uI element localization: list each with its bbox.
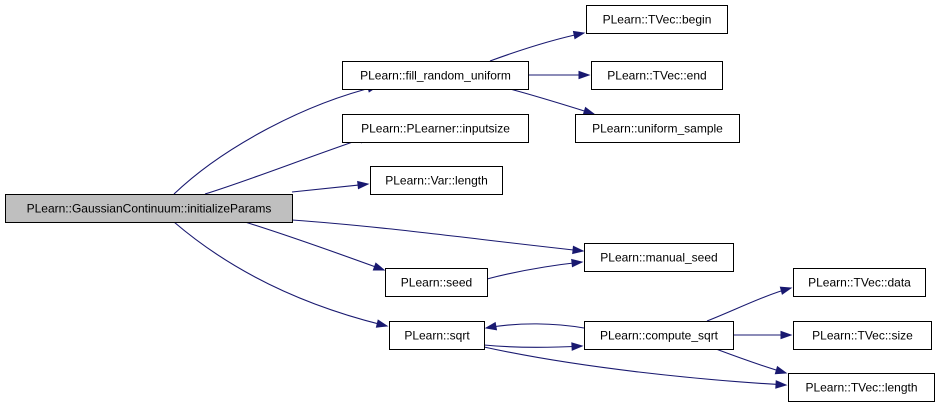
node-tvec-end[interactable]: PLearn::TVec::end	[591, 61, 723, 90]
node-label: PLearn::manual_seed	[600, 251, 717, 265]
node-compute-sqrt[interactable]: PLearn::compute_sqrt	[584, 321, 734, 350]
node-label: PLearn::GaussianContinuum::initializePar…	[27, 202, 272, 216]
arrowhead-icon	[582, 106, 596, 116]
nodes-layer: PLearn::GaussianContinuum::initializePar…	[5, 5, 935, 402]
node-box	[584, 243, 734, 272]
arrowhead-icon	[578, 70, 591, 80]
edge-seed-to-manual-seed	[486, 258, 584, 280]
node-box	[591, 61, 723, 90]
edge-sqrt-to-compute-sqrt	[483, 342, 584, 351]
node-fill-random-uniform[interactable]: PLearn::fill_random_uniform	[342, 61, 529, 90]
edge-line	[291, 219, 584, 252]
node-box	[586, 5, 728, 34]
node-box	[788, 373, 935, 402]
node-box	[385, 268, 488, 297]
node-tvec-data[interactable]: PLearn::TVec::data	[793, 268, 926, 297]
edge-fill-random-uniform-to-tvec-begin	[489, 30, 586, 62]
node-box	[793, 321, 932, 350]
arrowhead-icon	[572, 245, 585, 255]
node-tvec-size[interactable]: PLearn::TVec::size	[793, 321, 932, 350]
edge-line	[485, 323, 585, 329]
arrowhead-icon	[484, 321, 498, 331]
node-tvec-length[interactable]: PLearn::TVec::length	[788, 373, 935, 402]
edge-sqrt-to-tvec-length	[483, 346, 788, 389]
edge-line	[173, 221, 388, 327]
edge-line	[291, 183, 369, 193]
edge-compute-sqrt-to-tvec-size	[733, 330, 793, 340]
edge-line	[489, 32, 585, 62]
arrowhead-icon	[571, 258, 584, 268]
arrowhead-icon	[779, 286, 793, 295]
node-label: PLearn::compute_sqrt	[600, 329, 719, 343]
arrowhead-icon	[780, 330, 793, 340]
node-label: PLearn::sqrt	[404, 329, 470, 343]
node-var-length[interactable]: PLearn::Var::length	[370, 166, 503, 195]
node-label: PLearn::TVec::length	[805, 381, 917, 395]
arrowhead-icon	[571, 342, 584, 351]
node-box	[575, 114, 740, 143]
edge-fill-random-uniform-to-uniform-sample	[509, 88, 596, 116]
node-label: PLearn::Var::length	[385, 174, 488, 188]
node-box	[342, 114, 529, 143]
edge-line	[509, 88, 595, 115]
edge-line	[173, 85, 379, 195]
edge-compute-sqrt-to-tvec-data	[706, 286, 793, 322]
edge-line	[483, 344, 583, 348]
arrowhead-icon	[775, 380, 788, 389]
arrowhead-icon	[372, 262, 386, 271]
edge-line	[244, 221, 385, 271]
node-root[interactable]: PLearn::GaussianContinuum::initializePar…	[5, 194, 293, 223]
node-label: PLearn::PLearner::inputsize	[361, 122, 510, 136]
node-sqrt[interactable]: PLearn::sqrt	[389, 321, 485, 350]
node-box	[370, 166, 503, 195]
node-label: PLearn::TVec::end	[607, 69, 706, 83]
edge-root-to-manual-seed	[291, 219, 585, 255]
arrowhead-icon	[357, 180, 370, 190]
node-seed[interactable]: PLearn::seed	[385, 268, 488, 297]
edge-line	[486, 261, 583, 280]
edge-compute-sqrt-to-sqrt	[484, 321, 585, 331]
edge-compute-sqrt-to-tvec-length	[715, 348, 788, 375]
node-label: PLearn::fill_random_uniform	[360, 69, 511, 83]
edge-line	[715, 348, 787, 374]
edge-fill-random-uniform-to-tvec-end	[527, 70, 591, 80]
edge-line	[204, 135, 371, 195]
edge-line	[483, 346, 787, 386]
node-box	[342, 61, 529, 90]
arrowhead-icon	[774, 365, 788, 375]
edge-root-to-sqrt	[173, 221, 389, 328]
node-label: PLearn::TVec::begin	[603, 13, 712, 27]
arrowhead-icon	[375, 319, 389, 328]
node-label: PLearn::TVec::size	[812, 329, 913, 343]
node-uniform-sample[interactable]: PLearn::uniform_sample	[575, 114, 740, 143]
node-label: PLearn::TVec::data	[808, 276, 911, 290]
arrowhead-icon	[572, 30, 586, 40]
node-tvec-begin[interactable]: PLearn::TVec::begin	[586, 5, 728, 34]
node-label: PLearn::seed	[401, 276, 472, 290]
node-box	[5, 194, 293, 223]
edge-root-to-plearner-inputsize	[204, 135, 372, 195]
node-label: PLearn::uniform_sample	[592, 122, 723, 136]
node-plearner-inputsize[interactable]: PLearn::PLearner::inputsize	[342, 114, 529, 143]
node-box	[793, 268, 926, 297]
node-manual-seed[interactable]: PLearn::manual_seed	[584, 243, 734, 272]
edge-line	[706, 287, 792, 322]
edge-root-to-seed	[244, 221, 386, 271]
edge-root-to-var-length	[291, 180, 370, 193]
node-box	[584, 321, 734, 350]
node-box	[389, 321, 485, 350]
